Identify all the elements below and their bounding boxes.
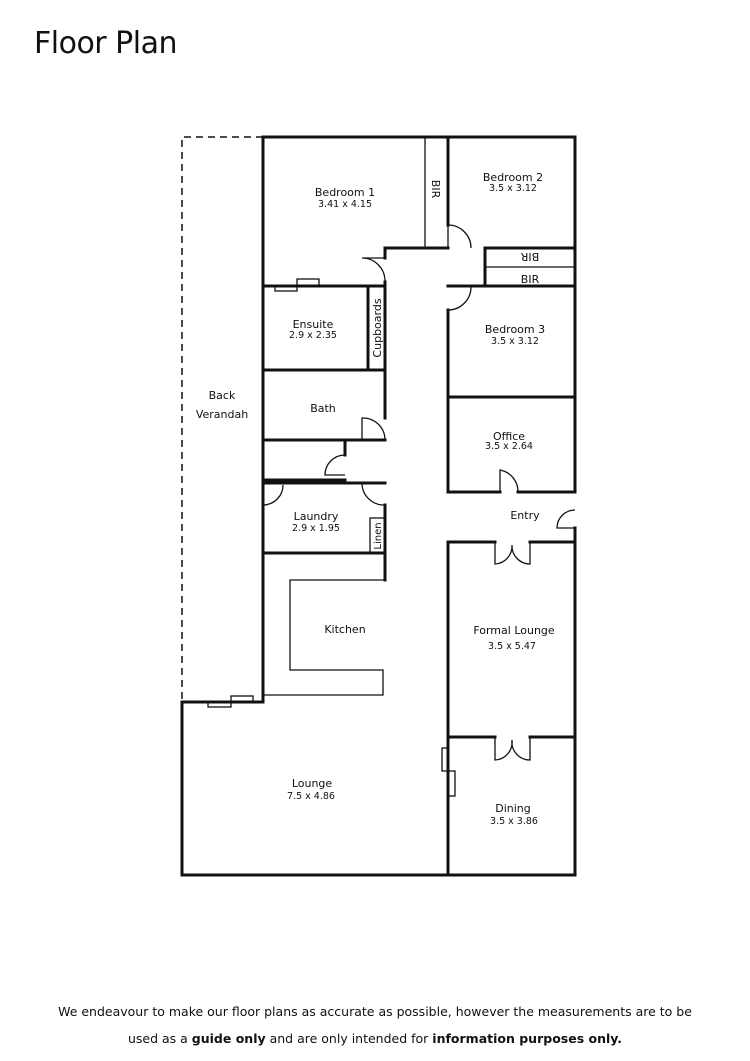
- room-dims-office: 3.5 x 2.64: [485, 441, 533, 452]
- room-label-bir: BIR: [520, 250, 539, 263]
- wall: [261, 551, 387, 582]
- door-swing: [447, 224, 472, 311]
- window: [296, 278, 320, 287]
- room-label-verandah-2: Verandah: [196, 408, 248, 421]
- disclaimer: We endeavour to make our floor plans as …: [0, 998, 750, 1052]
- room-dims-laundry: 2.9 x 1.95: [292, 523, 340, 534]
- room-label-bedroom3: Bedroom 3: [485, 323, 545, 336]
- room-label-bir: BIR: [429, 180, 442, 199]
- room-label-office: Office: [493, 430, 525, 443]
- window: [230, 695, 254, 703]
- room-label-bir: BIR: [521, 273, 540, 286]
- door-swing: [499, 469, 519, 493]
- room-label-kitchen: Kitchen: [324, 623, 365, 636]
- disclaimer-bold: information purposes only.: [432, 1031, 623, 1046]
- door-swing: [361, 257, 386, 282]
- room-dims-ensuite: 2.9 x 2.35: [289, 330, 337, 341]
- room-label-formal-lounge: Formal Lounge: [473, 624, 555, 637]
- wall: [261, 135, 450, 494]
- room-label-cupboards: Cupboards: [371, 298, 384, 357]
- disclaimer-line1: We endeavour to make our floor plans as …: [58, 1004, 692, 1019]
- door-swing: [556, 509, 576, 529]
- door-swing: [262, 417, 386, 506]
- room-label-linen: Linen: [373, 522, 384, 549]
- room-dims-dining: 3.5 x 3.86: [490, 816, 538, 827]
- room-label-ensuite: Ensuite: [293, 318, 334, 331]
- window: [447, 770, 456, 797]
- wall: [261, 284, 387, 555]
- room-dims-bedroom1: 3.41 x 4.15: [318, 199, 372, 210]
- wall: [446, 540, 577, 877]
- window: [207, 701, 232, 708]
- disclaimer-text: and are only intended for: [265, 1031, 433, 1046]
- window: [274, 285, 298, 292]
- verandah-outline: [181, 136, 263, 702]
- disclaimer-line2: used as a guide only and are only intend…: [0, 1025, 750, 1052]
- room-dims-formal-lounge: 3.5 x 5.47: [488, 641, 536, 652]
- disclaimer-bold: guide only: [191, 1031, 266, 1046]
- kitchen-bench: [263, 579, 385, 696]
- room-label-dining: Dining: [495, 802, 531, 815]
- room-dims-lounge: 7.5 x 4.86: [287, 791, 335, 802]
- room-label-lounge: Lounge: [292, 777, 333, 790]
- disclaimer-text: used as a: [127, 1031, 192, 1046]
- room-label-bedroom1: Bedroom 1: [315, 186, 375, 199]
- outer-walls: [180, 135, 577, 877]
- room-dims-bedroom2: 3.5 x 3.12: [489, 183, 537, 194]
- room-label-verandah-1: Back: [209, 389, 236, 402]
- window: [441, 747, 449, 772]
- double-door: [494, 542, 531, 761]
- room-label-laundry: Laundry: [294, 510, 339, 523]
- page-title: Floor Plan: [34, 26, 178, 61]
- room-label-bath: Bath: [310, 402, 336, 415]
- room-label-entry: Entry: [510, 509, 540, 522]
- room-label-bedroom2: Bedroom 2: [483, 171, 543, 184]
- room-dims-bedroom3: 3.5 x 3.12: [491, 336, 539, 347]
